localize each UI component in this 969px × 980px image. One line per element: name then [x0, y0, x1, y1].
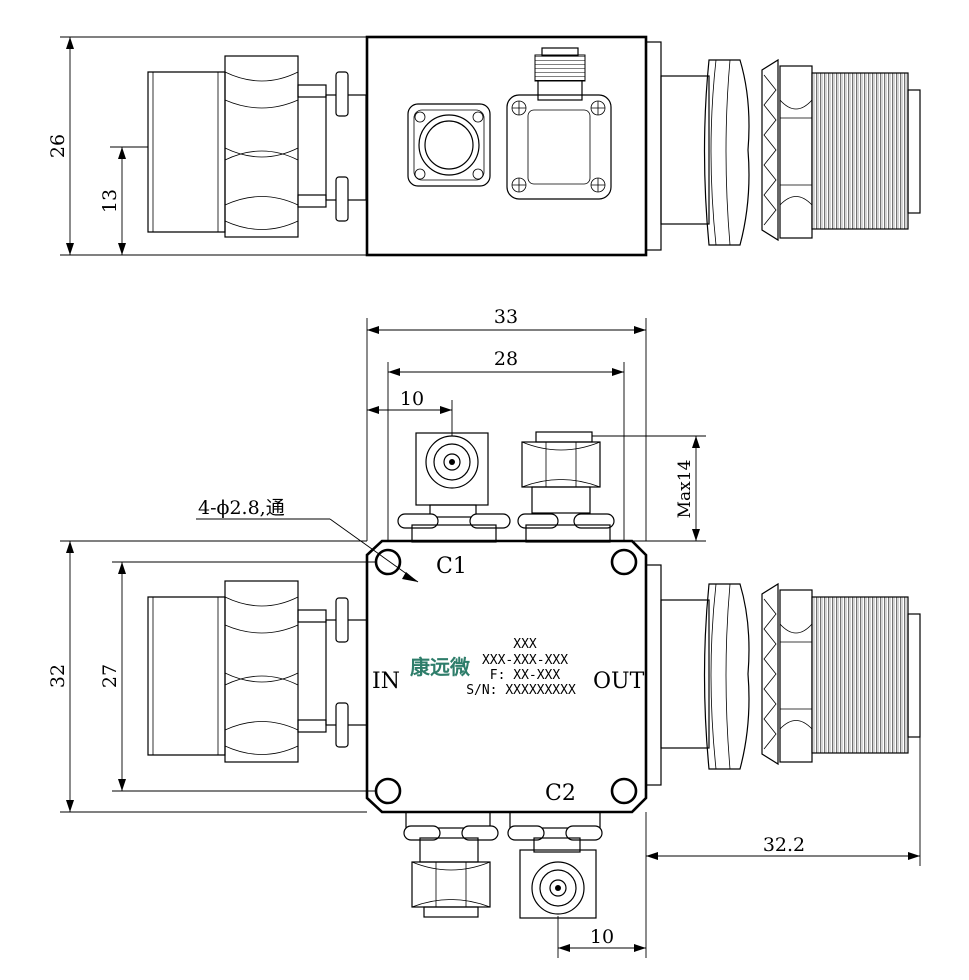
brand-logo: 康远微 [410, 655, 470, 679]
bottom-body-flange [645, 564, 662, 786]
dim-10-top: 10 [367, 388, 453, 436]
label-c1: C1 [436, 554, 467, 579]
label-out: OUT [593, 669, 645, 694]
dim-10-bottom: 10 [557, 916, 646, 958]
top-left-n-connector [147, 55, 367, 238]
connector-bottom-sma-straight [403, 811, 499, 918]
dim-32-2: 32.2 [645, 737, 921, 958]
top-body-flange [645, 41, 662, 251]
dim-label-26: 26 [47, 134, 69, 158]
dim-label-33: 33 [494, 306, 518, 328]
dim-max14: Max14 [592, 435, 706, 542]
nameplate-line3: F: XX-XXX [490, 668, 561, 683]
top-sma-flange-right [506, 47, 612, 200]
label-in: IN [372, 669, 400, 694]
dim-label-28: 28 [494, 348, 518, 370]
dim-label-32-2: 32.2 [763, 834, 805, 856]
hole-note: 4-ϕ2.8,通 [198, 497, 285, 519]
dim-32-27: 32 27 [47, 540, 376, 813]
bottom-left-n-connector [147, 580, 368, 763]
connector-top-sma-straight [517, 431, 615, 543]
connector-c2-bottom-sma [507, 811, 603, 919]
dim-label-32: 32 [47, 664, 69, 688]
dim-label-13: 13 [99, 189, 121, 213]
top-right-n-connector [660, 58, 921, 246]
bottom-right-n-connector [660, 582, 921, 770]
nameplate-line1: XXX [513, 637, 537, 652]
label-c2: C2 [545, 781, 576, 806]
dim-28: 28 [387, 348, 625, 541]
dim-label-max14: Max14 [675, 460, 695, 519]
dim-label-10-bottom: 10 [590, 926, 614, 948]
dim-label-27: 27 [99, 664, 121, 688]
dim-label-10-top: 10 [400, 388, 424, 410]
dim-33: 33 [366, 306, 647, 541]
nameplate-line2: XXX-XXX-XXX [482, 653, 568, 668]
top-sma-flange-left [407, 103, 491, 187]
hole-callout: 4-ϕ2.8,通 [196, 497, 419, 583]
bottom-view: 康远微 XXX XXX-XXX-XXX F: XX-XXX S/N: XXXXX… [47, 306, 921, 958]
nameplate-line4: S/N: XXXXXXXXX [466, 683, 576, 698]
mount-hole-c1 [374, 548, 402, 576]
mount-hole-bottom-left [374, 777, 402, 805]
mount-hole-c2 [610, 777, 638, 805]
dim-26-13: 26 13 [47, 36, 367, 256]
mount-hole-top-right [610, 548, 638, 576]
top-view: 26 13 [47, 35, 921, 257]
connector-c1-top-sma [397, 432, 511, 543]
